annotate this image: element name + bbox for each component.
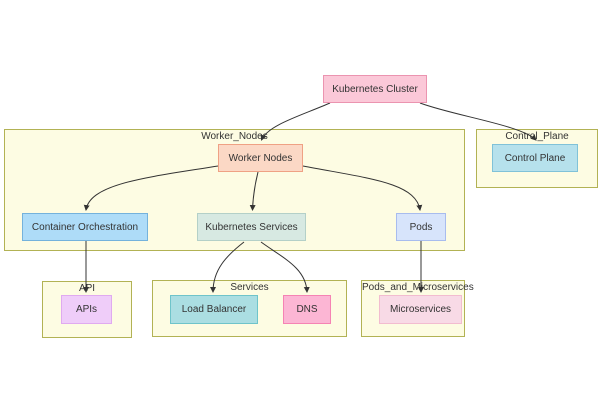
node-pods: Pods: [396, 213, 446, 241]
cluster-worker-nodes-label: Worker_Nodes: [201, 131, 268, 142]
node-control-plane: Control Plane: [492, 144, 578, 172]
node-dns: DNS: [283, 295, 331, 324]
node-load-balancer: Load Balancer: [170, 295, 258, 324]
node-container-orchestration: Container Orchestration: [22, 213, 148, 241]
node-microservices: Microservices: [379, 295, 462, 324]
cluster-api-label: API: [78, 283, 96, 294]
cluster-control-plane-label: Control_Plane: [505, 131, 569, 142]
node-worker-nodes: Worker Nodes: [218, 144, 303, 172]
node-apis: APIs: [61, 295, 112, 324]
cluster-services-label: Services: [230, 282, 269, 293]
node-kubernetes-cluster: Kubernetes Cluster: [323, 75, 427, 103]
cluster-pods-and-microservices-label: Pods_and_Microservices: [362, 282, 474, 293]
node-kubernetes-services: Kubernetes Services: [197, 213, 306, 241]
